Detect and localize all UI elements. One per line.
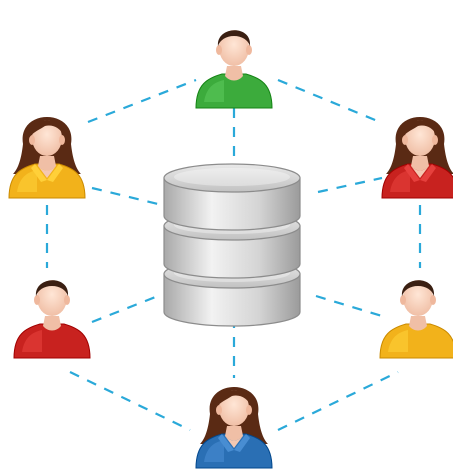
user-node-bottom-right	[379, 280, 453, 359]
database-disk	[163, 163, 301, 231]
connectors	[45, 78, 422, 431]
male-user-icon	[379, 280, 453, 359]
user-node-top-left	[8, 117, 86, 199]
connector-spoke	[91, 186, 159, 206]
database-icon	[163, 163, 301, 327]
female-user-icon	[195, 387, 273, 469]
male-user-icon	[13, 280, 91, 359]
user-node-top	[195, 30, 273, 109]
connector-spoke	[91, 294, 159, 324]
female-user-icon	[381, 117, 453, 199]
female-user-icon	[8, 117, 86, 199]
user-node-top-right	[381, 117, 453, 199]
connector-line	[277, 371, 399, 431]
connector-line	[277, 78, 381, 124]
user-node-bottom	[195, 387, 273, 469]
male-user-icon	[195, 30, 273, 109]
connector-spoke	[315, 294, 383, 318]
connector-spoke	[317, 176, 383, 194]
connector-line	[87, 78, 197, 124]
users-group	[8, 30, 453, 469]
user-node-bottom-left	[13, 280, 91, 359]
connector-line	[69, 371, 191, 431]
